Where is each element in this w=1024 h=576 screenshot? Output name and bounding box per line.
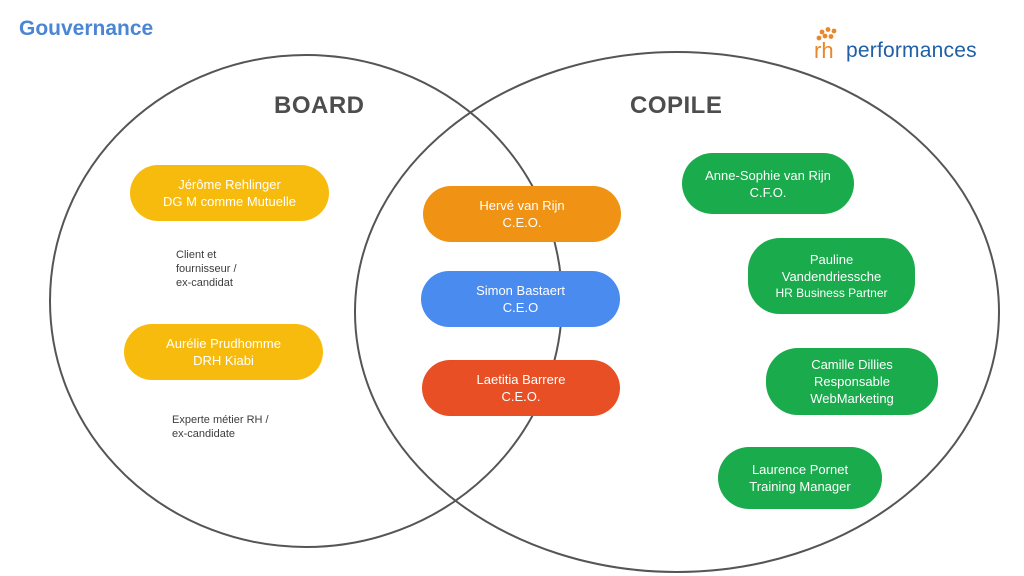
rh-performances-logo: rh performances: [812, 26, 1002, 70]
member-name: Aurélie Prudhomme: [166, 336, 281, 351]
member-name: Laetitia Barrere: [476, 372, 566, 387]
member-name: Jérôme Rehlinger: [178, 177, 281, 192]
member-line: Camille Dillies: [811, 357, 893, 372]
shared-member-van-rijn: Hervé van Rijn C.E.O.: [423, 186, 621, 242]
member-role: DG M comme Mutuelle: [163, 194, 296, 209]
member-line: Pauline: [809, 251, 854, 267]
member-line: Vandendriessche: [781, 268, 882, 284]
note-line: Experte métier RH /: [172, 414, 269, 426]
board-note-expert: Experte métier RH / ex-candidate: [172, 413, 269, 441]
copile-member-camille: Camille Dillies Responsable WebMarketing: [766, 348, 938, 415]
member-line: Training Manager: [749, 479, 851, 494]
member-line: Laurence Pornet: [751, 462, 849, 477]
member-name: Hervé van Rijn: [479, 198, 565, 213]
copile-title: COPILE: [630, 92, 723, 119]
member-line: Responsable: [814, 374, 890, 389]
member-line: WebMarketing: [810, 391, 894, 406]
shared-member-barrere: Laetitia Barrere C.E.O.: [422, 360, 620, 416]
board-note-client: Client et fournisseur / ex-candidat: [176, 248, 237, 290]
member-line: C.F.O.: [749, 184, 787, 200]
copile-member-anne-sophie: Anne-Sophie van Rijn C.F.O.: [682, 153, 854, 214]
copile-member-laurence: Laurence Pornet Training Manager: [718, 447, 882, 509]
member-role: C.E.O.: [501, 389, 541, 404]
shared-member-bastaert: Simon Bastaert C.E.O: [421, 271, 620, 327]
member-role: C.E.O.: [502, 215, 542, 230]
board-member-rehlinger: Jérôme Rehlinger DG M comme Mutuelle: [130, 165, 329, 221]
note-line: fournisseur /: [176, 263, 237, 275]
note-line: ex-candidate: [172, 428, 235, 440]
member-role: DRH Kiabi: [193, 353, 254, 368]
member-name: Simon Bastaert: [476, 283, 565, 298]
logo-word: performances: [846, 39, 977, 62]
note-line: Client et: [176, 249, 217, 261]
logo-dots-icon: [816, 27, 837, 41]
copile-circle: [354, 51, 1000, 573]
member-line: Anne-Sophie van Rijn: [705, 167, 831, 183]
board-title: BOARD: [274, 92, 365, 119]
board-member-prudhomme: Aurélie Prudhomme DRH Kiabi: [124, 324, 323, 380]
member-line: HR Business Partner: [775, 285, 888, 300]
note-line: ex-candidat: [176, 277, 233, 289]
logo-prefix: rh: [814, 38, 834, 63]
page-title: Gouvernance: [19, 17, 154, 40]
copile-member-pauline: Pauline Vandendriessche HR Business Part…: [748, 238, 915, 314]
member-role: C.E.O: [502, 300, 539, 315]
